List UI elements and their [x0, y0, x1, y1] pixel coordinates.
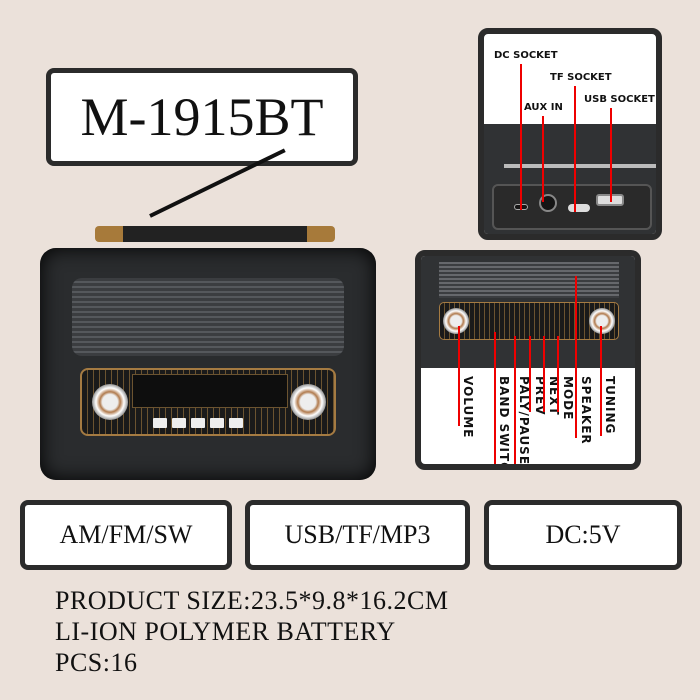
label-tf-socket: TF SOCKET — [550, 72, 612, 83]
label-band-switch: BAND SWITCH — [497, 376, 511, 470]
feature-usb-tf-mp3: USB/TF/MP3 — [245, 500, 470, 570]
label-speaker: SPEAKER — [579, 376, 593, 445]
spec-battery: LI-ION POLYMER BATTERY — [55, 617, 396, 646]
spec-pcs: PCS:16 — [55, 648, 138, 677]
label-tuning: TUNING — [603, 376, 617, 435]
tf-slot-icon — [568, 204, 590, 212]
label-usb-socket: USB SOCKET — [584, 94, 655, 105]
tuning-knob — [290, 384, 326, 420]
label-play-pause: PALY/PAUSE — [517, 376, 531, 466]
label-dc-socket: DC SOCKET — [494, 50, 558, 61]
control-buttons — [153, 418, 243, 428]
feature-am-fm-sw: AM/FM/SW — [20, 500, 232, 570]
volume-knob — [92, 384, 128, 420]
feature-dc-5v: DC:5V — [484, 500, 682, 570]
ports-panel: DC SOCKET TF SOCKET AUX IN USB SOCKET — [478, 28, 662, 240]
model-title: M-1915BT — [46, 68, 358, 166]
speaker-grille — [72, 278, 344, 356]
label-mode: MODE — [561, 376, 575, 421]
spec-size: PRODUCT SIZE:23.5*9.8*16.2CM — [55, 586, 449, 615]
label-volume: VOLUME — [461, 376, 475, 439]
handle — [95, 226, 335, 242]
radio-body — [40, 248, 376, 480]
label-aux-in: AUX IN — [524, 102, 563, 113]
controls-panel: VOLUME BAND SWITCH PALY/PAUSE PREV NEXT … — [415, 250, 641, 470]
